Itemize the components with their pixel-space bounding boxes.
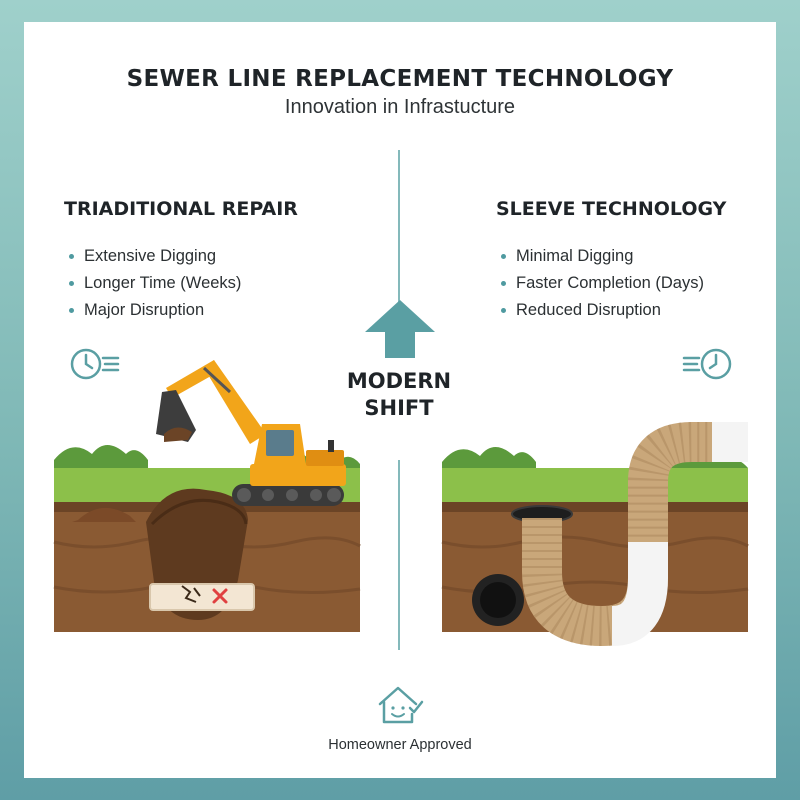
error-x-icon (212, 588, 228, 604)
bullet-dot (69, 308, 74, 313)
bullet-dot (501, 281, 506, 286)
list-item-text: Longer Time (Weeks) (84, 274, 242, 292)
list-item: Major Disruption (64, 301, 241, 328)
modern-shift-line2: SHIFT (364, 396, 434, 420)
page-subtitle: Innovation in Infrastucture (284, 96, 516, 118)
bullet-dot (501, 254, 506, 259)
list-item: Longer Time (Weeks) (64, 274, 241, 301)
list-item: Minimal Digging (496, 247, 704, 274)
house-smile-icon (378, 686, 424, 724)
center-divider-bottom (398, 460, 400, 650)
sleeve-technology-heading: SLEEVE TECHNOLOGY (496, 198, 727, 220)
list-item: Extensive Digging (64, 247, 241, 274)
bush (54, 445, 148, 474)
list-item: Reduced Disruption (496, 301, 704, 328)
list-item-text: Extensive Digging (84, 247, 217, 265)
broken-pipe (149, 583, 255, 611)
list-item-text: Minimal Digging (516, 247, 634, 265)
bullet-dot (501, 308, 506, 313)
new-pipe (610, 542, 668, 646)
sleeve-technology-illustration (441, 422, 749, 647)
grass-strip (442, 468, 748, 508)
list-item-text: Major Disruption (84, 301, 205, 319)
up-arrow-icon (365, 300, 435, 358)
list-item: Faster Completion (Days) (496, 274, 704, 301)
sleeve-technology-list: Minimal Digging Faster Completion (Days)… (496, 247, 704, 328)
traditional-repair-list: Extensive Digging Longer Time (Weeks) Ma… (64, 247, 241, 328)
homeowner-approved-label: Homeowner Approved (328, 737, 472, 753)
center-divider-top (398, 150, 400, 310)
clock-icon (70, 348, 120, 380)
clock-icon (682, 348, 732, 380)
traditional-excavation-illustration (53, 360, 361, 632)
traditional-repair-heading: TRIADITIONAL REPAIR (64, 198, 298, 220)
list-item-text: Faster Completion (Days) (516, 274, 704, 292)
infographic-card: SEWER LINE REPLACEMENT TECHNOLOGY Innova… (24, 22, 776, 778)
modern-shift-line1: MODERN (346, 369, 452, 393)
page-title: SEWER LINE REPLACEMENT TECHNOLOGY (126, 66, 674, 92)
excavator-icon (156, 360, 346, 506)
list-item-text: Reduced Disruption (516, 301, 661, 319)
modern-shift-label: MODERN SHIFT (324, 368, 474, 422)
bullet-dot (69, 281, 74, 286)
dirt-pile (72, 507, 136, 522)
bullet-dot (69, 254, 74, 259)
